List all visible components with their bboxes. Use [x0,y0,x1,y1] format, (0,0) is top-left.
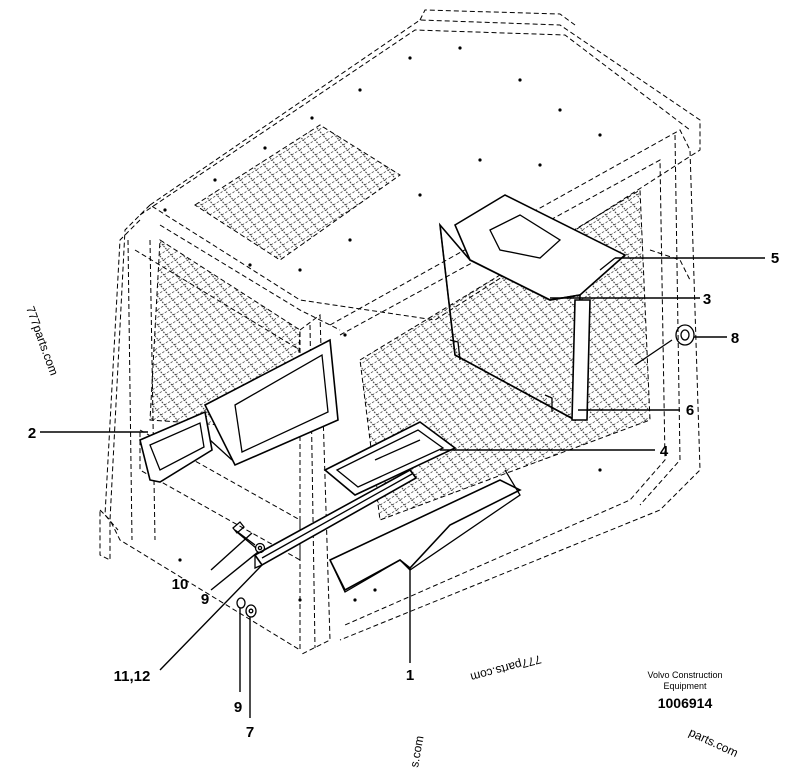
part-6-strip [571,299,591,421]
callout-5: 5 [771,250,779,267]
manufacturer-line-2: Equipment [663,681,707,691]
callout-7: 7 [246,724,254,741]
bolt-10 [232,521,257,549]
callout-11-12: 11,12 [114,668,151,685]
part-3-panel [438,222,581,422]
callout-8: 8 [731,330,739,347]
callout-1: 1 [406,667,414,684]
callout-4: 4 [660,443,669,460]
washer-9-upper [254,542,266,554]
callout-10: 10 [172,576,189,593]
callout-9-lower: 9 [234,699,242,716]
watermark-left: 777parts.com [23,304,61,377]
part-1-panel [328,469,522,593]
nut-7 [245,604,257,618]
manufacturer-line-1: Volvo Construction [647,670,722,680]
part-2-frame [139,338,339,483]
part-4-tray [323,421,457,496]
watermark-right: parts.com [687,725,741,760]
part-number: 1006914 [658,695,713,711]
watermark-bottom: s.com [407,735,426,768]
callout-3: 3 [703,291,711,308]
part-11-12-rail [253,468,418,569]
watermark-center: 777parts.com [469,652,543,684]
callout-2: 2 [28,425,36,442]
callout-6: 6 [686,402,694,419]
washer-9-lower [236,597,246,609]
grommet-8 [634,324,695,366]
leader-lines [40,257,765,718]
callout-9-upper: 9 [201,591,209,608]
